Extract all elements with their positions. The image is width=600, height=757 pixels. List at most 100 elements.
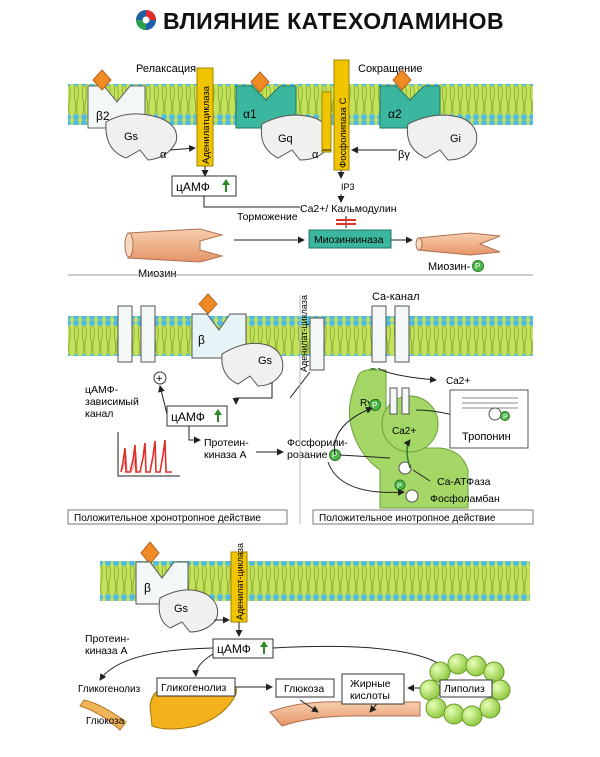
ap-trace-2	[120, 451, 138, 473]
pka3-line2: киназа А	[85, 645, 128, 657]
panel-metabolism: β Gs Аденилат-циклаза Протеин- киназа А …	[78, 541, 530, 731]
adenylate-cyclase-label-2: Аденилат-циклаза	[299, 295, 309, 372]
arrow-camp-to-liver	[191, 653, 214, 677]
beta2-label: β2	[96, 109, 110, 123]
adenylate-cyclase-label-3: Аденилат-циклаза	[235, 543, 245, 620]
phosphate-icon-6	[500, 411, 510, 421]
pka3-line1: Протеин-	[85, 633, 130, 645]
p-label-1: P	[475, 262, 480, 271]
line-to-ca-atpase	[412, 469, 431, 482]
glycogenolysis-liver-label: Гликогенолиз	[161, 682, 226, 694]
arrow-ca-out	[377, 367, 437, 383]
caption-right-box	[312, 509, 534, 525]
camp-channel-right	[140, 305, 156, 363]
gq-label: Gq	[278, 133, 293, 145]
phosphate-icon-1	[472, 260, 484, 272]
skeletal-muscle-icon	[79, 699, 127, 731]
camp-label-3: цАМФ	[217, 642, 251, 656]
lipolysis-box	[439, 679, 493, 698]
arrow-camp-to-muscle	[99, 647, 214, 681]
gs-label-2: Gs	[258, 355, 273, 367]
inhibition-label: Торможение	[237, 211, 298, 223]
gs-protein-2	[221, 342, 284, 387]
arrow-phos-to-ryr	[333, 407, 373, 456]
ca-inner-label: Ca2+	[392, 426, 416, 437]
camp-channel-line3: канал	[85, 408, 113, 420]
ligand-diamond-1	[92, 69, 112, 91]
alpha-mid-label: α	[312, 149, 319, 161]
myosin-left-end	[124, 232, 134, 258]
arrow-gs-to-ac	[169, 144, 196, 152]
troponin-box	[449, 389, 529, 449]
arrow-atpase-to-sr	[403, 439, 411, 469]
panel-heart: β Gs Аденилат-циклаза Ca-канал P цАМФ- з…	[67, 291, 534, 525]
troponin-label: Тропонин	[462, 431, 511, 443]
phos-line2: рование	[287, 449, 328, 461]
ligand-diamond-3	[392, 69, 412, 91]
beta-label-3: β	[144, 581, 151, 595]
alpha-left-label: α	[160, 149, 167, 161]
beta-receptor-2	[191, 313, 247, 359]
panel-vascular-smooth-muscle: Релаксация Сокращение β2 Gs α Аденилатци…	[68, 59, 533, 280]
p-label-3: P	[332, 451, 337, 460]
troponin-filaments	[462, 397, 518, 409]
glycogenolysis-liver-box	[156, 677, 236, 697]
relaxation-label: Релаксация	[136, 63, 196, 75]
myosin-right-end	[415, 237, 423, 251]
ligand-diamond-2	[250, 71, 270, 93]
camp-channel-left	[117, 305, 133, 363]
fatty-acids-box	[341, 673, 405, 705]
gs-protein	[105, 113, 178, 161]
gq-protein	[260, 114, 332, 161]
inhibition-bar	[336, 219, 356, 225]
troponin-icon	[488, 407, 502, 421]
page-header: ВЛИЯНИЕ КАТЕХОЛАМИНОВ	[0, 0, 600, 42]
blood-vessel	[269, 701, 421, 727]
caption-right: Положительное инотропное действие	[319, 513, 496, 524]
ca-channel-left	[371, 305, 387, 363]
camp-up-arrowhead-3	[260, 641, 268, 647]
caption-left: Положительное хронотропное действие	[74, 513, 261, 524]
camp-channel-line2: зависимый	[85, 396, 139, 408]
ligand-diamond-4	[198, 293, 218, 315]
phospholipase-bar	[321, 91, 332, 153]
gs-label: Gs	[124, 131, 139, 143]
beta-label-2: β	[198, 333, 205, 347]
p-label-6: P	[503, 414, 508, 421]
page-title: ВЛИЯНИЕ КАТЕХОЛАМИНОВ	[163, 8, 505, 34]
myosin-left	[127, 228, 224, 263]
gi-label: Gi	[450, 133, 461, 145]
lipolysis-label: Липолиз	[444, 683, 485, 695]
ryr-left	[389, 387, 398, 415]
adenylate-cyclase-label: Аденилатциклаза	[201, 85, 212, 164]
phospholamban-icon	[405, 489, 419, 503]
gi-protein	[406, 114, 478, 161]
ca-calmodulin-label: Ca2+/ Кальмодулин	[300, 203, 397, 215]
pka-line1: Протеин-	[204, 437, 249, 449]
pka-line2: киназа А	[204, 449, 247, 461]
camp-box-2	[166, 405, 228, 427]
arrow-gs-to-camp-2	[232, 382, 273, 405]
camp-channel-line1: цАМФ-	[85, 384, 119, 396]
ap-trace	[120, 439, 172, 473]
camp-label-2: цАМФ	[171, 410, 205, 424]
ca-channel-right	[394, 305, 410, 363]
caption-left-box	[67, 509, 288, 525]
arrow-glucose-to-blood	[299, 699, 319, 713]
glucose-box	[275, 678, 335, 698]
ca-outer-label: Ca2+	[446, 376, 470, 387]
adenylate-cyclase-2	[309, 317, 325, 371]
myosin-right	[417, 232, 501, 256]
p-label-5: P	[397, 481, 402, 490]
inhibition-line	[203, 196, 300, 208]
ligand-diamond-5	[140, 541, 160, 565]
myosin-kinase-label: Миозинкиназа	[314, 234, 384, 246]
arrow-camp-to-plus	[158, 385, 168, 415]
camp-up-arrowhead-1	[222, 179, 230, 185]
ca-atpase-label: Ca-АТФаза	[437, 476, 491, 488]
plus-label: +	[156, 373, 162, 385]
ip3-label: IP3	[341, 182, 355, 192]
glycogenolysis-muscle-label: Гликогенолиз	[78, 684, 141, 695]
ryr-right	[401, 387, 410, 415]
